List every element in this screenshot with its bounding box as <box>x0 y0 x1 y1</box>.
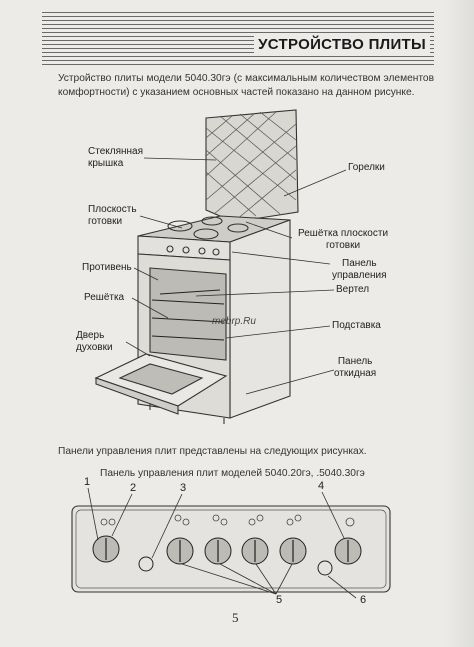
label-drop-panel-line1: Панель <box>337 356 373 367</box>
label-baking-tray: Противень <box>82 262 132 273</box>
panel-number-5: 5 <box>276 594 283 606</box>
label-control-panel: Панель управления <box>332 258 387 282</box>
panel-number-2: 2 <box>130 482 137 494</box>
label-oven-door-line1: Дверь <box>76 330 105 341</box>
panel-number-4: 4 <box>318 480 325 492</box>
panel-number-1: 1 <box>84 476 91 488</box>
label-cooking-surface: Плоскость готовки <box>88 204 137 228</box>
label-cooking-surface-line1: Плоскость <box>88 204 137 215</box>
label-burners: Горелки <box>348 162 385 173</box>
watermark: mebrp.Ru <box>212 316 256 327</box>
page-number: 5 <box>232 610 239 625</box>
section-title: УСТРОЙСТВО ПЛИТЫ <box>254 36 430 53</box>
label-oven-door: Дверь духовки <box>76 330 113 354</box>
label-rotisserie: Вертел <box>336 284 370 295</box>
label-glass-lid-line1: Стеклянная <box>88 146 144 157</box>
panel-number-6: 6 <box>360 594 367 606</box>
label-surface-grate-line1: Решётка плоскости <box>298 228 389 239</box>
label-cooking-surface-line2: готовки <box>88 216 123 227</box>
page-shadow <box>444 0 474 647</box>
intro-paragraph: Устройство плиты модели 5040.30гэ (с мак… <box>58 73 434 98</box>
label-drop-panel: Панель откидная <box>334 356 376 380</box>
label-oven-door-line2: духовки <box>76 342 113 353</box>
label-stand: Подставка <box>332 320 381 331</box>
label-drop-panel-line2: откидная <box>334 368 377 379</box>
label-control-panel-line2: управления <box>332 270 387 281</box>
label-grill-rack: Решётка <box>84 292 125 303</box>
label-glass-lid: Стеклянная крышка <box>88 146 143 170</box>
label-surface-grate-line2: готовки <box>325 240 361 251</box>
label-surface-grate: Решётка плоскости готовки <box>298 228 388 252</box>
label-glass-lid-line2: крышка <box>88 158 124 169</box>
panel-caption: Панель управления плит моделей 5040.20гэ… <box>100 468 365 479</box>
panels-paragraph: Панели управления плит представлены на с… <box>58 446 367 457</box>
panel-number-3: 3 <box>180 482 187 494</box>
label-control-panel-line1: Панель <box>342 258 377 269</box>
